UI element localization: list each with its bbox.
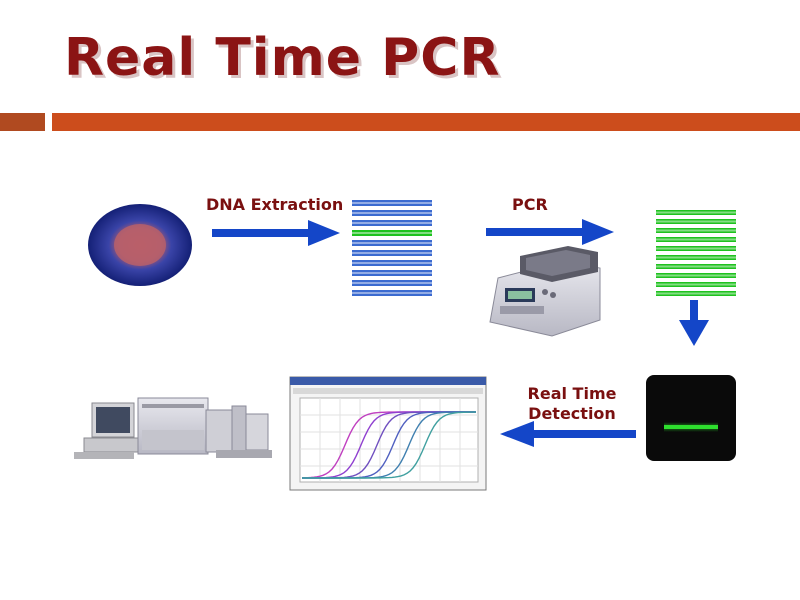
dna-band-highlight [352, 212, 432, 214]
fluorescence-detector-icon [646, 375, 736, 461]
dna-band-highlight [352, 232, 432, 234]
dna-band-highlight [352, 272, 432, 274]
arrow-pcr [486, 219, 614, 245]
step-label-pcr: PCR [512, 195, 548, 215]
dna-band-amplified-highlight [656, 293, 736, 295]
dna-band-highlight [352, 222, 432, 224]
arrow-down [679, 300, 709, 346]
dna-band-amplified-highlight [656, 257, 736, 259]
dna-band-highlight [352, 202, 432, 204]
dna-band-highlight [352, 262, 432, 264]
step-label-real-time: Real Time [520, 384, 624, 404]
dna-band-highlight [352, 292, 432, 294]
amplification-curves-icon [290, 377, 486, 490]
dna-band-highlight [352, 282, 432, 284]
dna-band-amplified-highlight [656, 266, 736, 268]
arrow-detection [500, 421, 636, 447]
arrow-extraction [212, 220, 340, 246]
dna-band-amplified-highlight [656, 230, 736, 232]
dna-band-amplified-highlight [656, 221, 736, 223]
sequencer-workstation-icon [74, 398, 272, 459]
step-label-detection: Detection [520, 404, 624, 424]
dna-band-highlight [352, 242, 432, 244]
dna-band-highlight [352, 252, 432, 254]
dna-amplified-stack [656, 210, 736, 296]
thermocycler-icon [490, 246, 600, 336]
dna-band-amplified-highlight [656, 248, 736, 250]
dna-extracted-stack [352, 200, 432, 296]
dna-band-amplified-highlight [656, 275, 736, 277]
step-label-dna-extraction: DNA Extraction [206, 195, 343, 215]
cell-icon [88, 204, 192, 286]
dna-band-amplified-highlight [656, 239, 736, 241]
dna-band-amplified-highlight [656, 284, 736, 286]
dna-band-amplified-highlight [656, 212, 736, 214]
